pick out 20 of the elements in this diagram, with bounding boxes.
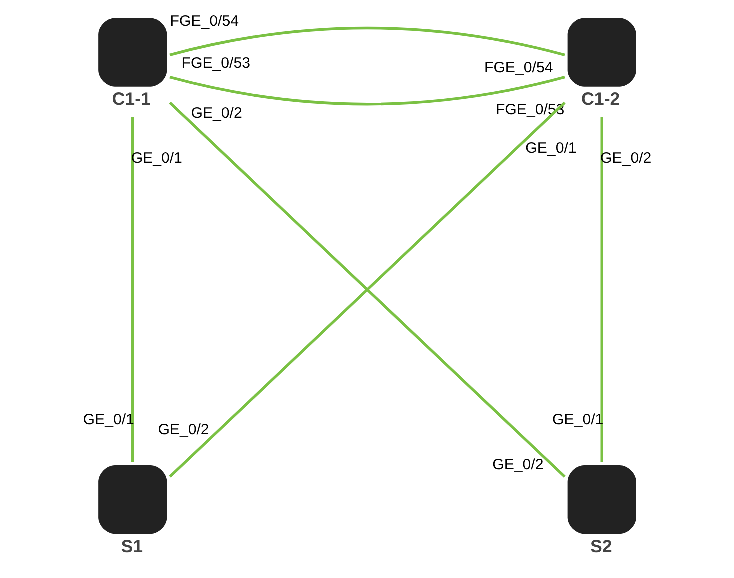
node-box — [567, 466, 636, 534]
connector — [168, 102, 566, 478]
node-label: FGE_0/54 — [484, 59, 553, 76]
node-label: S1 — [120, 536, 143, 557]
node-label: GE_0/1 — [525, 140, 576, 157]
node-label: S2 — [590, 536, 612, 557]
node-label: C1-1 — [112, 89, 150, 110]
node-box — [567, 18, 636, 87]
connector — [131, 117, 134, 462]
connector — [169, 26, 565, 56]
connector — [600, 117, 603, 462]
node-label: GE_0/2 — [158, 422, 209, 439]
node-label: GE_0/2 — [190, 104, 242, 122]
node-box — [98, 466, 167, 534]
node-box — [98, 18, 167, 87]
node-label: FGE_0/53 — [181, 54, 250, 72]
node-label: C1-2 — [581, 89, 620, 110]
node-label: GE_0/2 — [492, 456, 544, 474]
connector — [169, 76, 565, 106]
node-label: FGE_0/54 — [170, 12, 239, 30]
